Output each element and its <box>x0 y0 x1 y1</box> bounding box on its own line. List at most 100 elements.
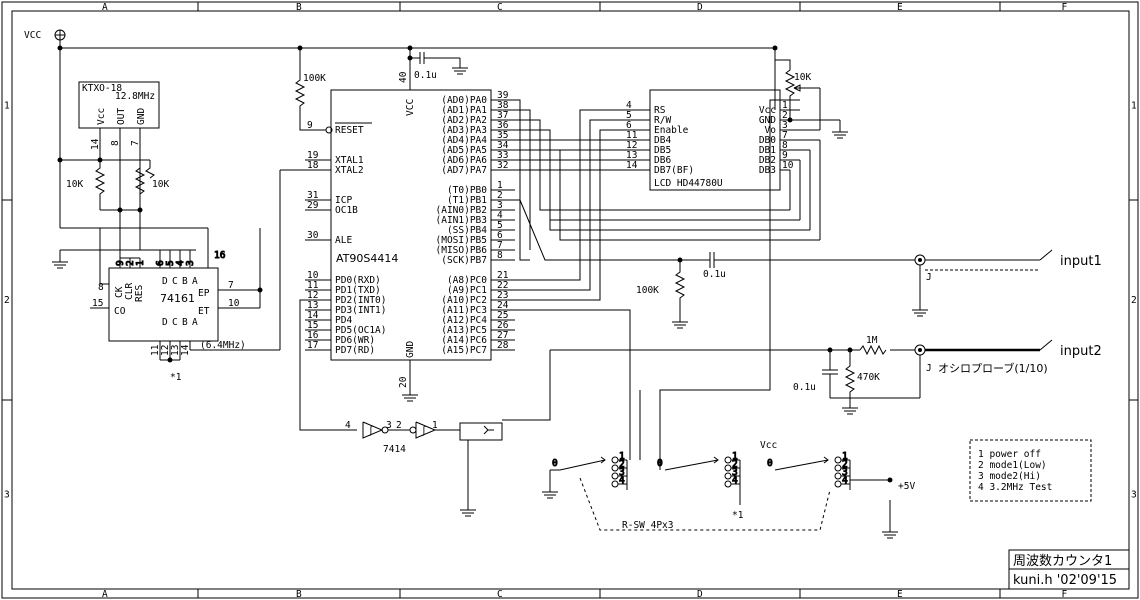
mcu-right-pin-name: (A11)PC3 <box>441 305 487 316</box>
svg-text:15: 15 <box>92 298 103 309</box>
svg-text:16: 16 <box>214 250 226 261</box>
svg-text:0.1u: 0.1u <box>414 70 437 81</box>
inverter-7414: ∫ ∫ 4 3 2 1 7414 <box>299 299 503 517</box>
svg-text:7: 7 <box>130 140 141 146</box>
mcu-right-pin-num: 7 <box>497 240 503 251</box>
svg-text:13: 13 <box>170 345 181 356</box>
svg-text:10K: 10K <box>794 72 811 83</box>
mcu-left-pin-name: XTAL2 <box>335 165 364 176</box>
mcu-left-pin-name: PD2(INT0) <box>335 295 386 306</box>
svg-text:VCC: VCC <box>405 99 416 116</box>
switch-name: R-SW 4Px3 <box>622 520 673 531</box>
mcu-right-pin-num: 23 <box>497 290 508 301</box>
lcd-right-pin-name: DB2 <box>759 155 776 166</box>
svg-text:6: 6 <box>155 260 166 266</box>
mcu-left-pin-name: OC1B <box>335 205 358 216</box>
svg-text:20: 20 <box>398 376 409 388</box>
crystal-freq: 12.8MHz <box>115 91 155 102</box>
svg-text:5: 5 <box>165 260 176 266</box>
mcu-right-pin-name: (AD4)PA4 <box>441 135 487 146</box>
lcd-mcu-wiring <box>491 99 820 301</box>
mcu-left-pin-name: ICP <box>335 195 352 206</box>
svg-text:GND: GND <box>405 341 416 358</box>
mcu-left-pin-num: 29 <box>307 200 319 211</box>
svg-text:D: D <box>162 276 168 287</box>
mcu-left-pin-num: 30 <box>307 230 319 241</box>
title-block: 周波数カウンタ1 kuni.h '02'09'15 <box>1008 549 1130 590</box>
svg-text:7: 7 <box>228 280 234 291</box>
mcu-right-pin-num: 1 <box>497 180 503 191</box>
column-label-bottom-A: A <box>102 589 108 600</box>
mcu-left-pin-num: 13 <box>307 300 318 311</box>
lcd-left-pin-num: 5 <box>626 110 632 121</box>
counter-name: 74161 <box>160 292 195 305</box>
mcu-right-pin-name: (A9)PC1 <box>447 285 487 296</box>
inverter-name: 7414 <box>383 444 406 455</box>
lcd-left-pin-name: DB5 <box>654 145 671 156</box>
mcu-right-pin-num: 5 <box>497 220 503 231</box>
row-label-right-3: 3 <box>1131 490 1137 501</box>
lcd-left-pin-name: Enable <box>654 125 689 136</box>
lcd-right-pin-num: 7 <box>782 130 788 141</box>
lcd-right-pin-num: 1 <box>782 100 788 111</box>
mcu-left-pin-num: 17 <box>307 340 318 351</box>
row-label-3: 3 <box>4 490 10 501</box>
mcu-right-pin-name: (A14)PC6 <box>441 335 487 346</box>
lcd-name: LCD HD44780U <box>654 178 723 189</box>
svg-text:10K: 10K <box>152 179 169 190</box>
lcd-left-pin-num: 4 <box>626 100 632 111</box>
mcu-right-pin-num: 3 <box>497 200 503 211</box>
mcu-right-pin-num: 34 <box>497 140 509 151</box>
lcd-right-pin-name: DB0 <box>759 135 776 146</box>
row-label-2: 2 <box>4 295 10 306</box>
crystal-pin-out: OUT <box>116 108 127 125</box>
column-label-bottom-C: C <box>497 589 503 600</box>
counter-74161: CK CLR RES D C B A 74161 EP ET CO D C B … <box>52 169 330 383</box>
column-label-C: C <box>497 2 503 13</box>
switch-position-label: 2 <box>732 459 738 470</box>
mcu-right-pin-num: 22 <box>497 280 508 291</box>
svg-text:1: 1 <box>432 420 438 431</box>
svg-text:J: J <box>926 363 932 374</box>
switch-position-label: 3 <box>842 467 848 478</box>
svg-text:8: 8 <box>110 140 121 146</box>
lcd-left-pin-name: RS <box>654 105 666 116</box>
mcu-right-pin-name: (SS)PB4 <box>447 225 487 236</box>
svg-text:1: 1 <box>135 260 146 266</box>
svg-text:10: 10 <box>228 298 240 309</box>
switch-position-label: 4 <box>842 475 848 486</box>
row-label-right-2: 2 <box>1131 295 1137 306</box>
switch-position-label: 2 <box>619 459 625 470</box>
mcu-right-pin-name: (T0)PB0 <box>447 185 487 196</box>
mcu-left-pin-name: PD4 <box>335 315 352 326</box>
author-date-text: kuni.h '02'09'15 <box>1013 573 1117 588</box>
svg-text:∫: ∫ <box>368 425 374 437</box>
mcu-right-pin-num: 37 <box>497 110 508 121</box>
svg-text:D: D <box>162 317 168 328</box>
counter-out-label: (6.4MHz) <box>200 340 246 351</box>
switch-common-label: 0 <box>767 458 773 469</box>
switch-position-label: 3 <box>619 467 625 478</box>
svg-text:CO: CO <box>114 306 126 317</box>
mcu-right-pin-name: (MISO)PB6 <box>436 245 488 256</box>
mcu-right-pin-name: (AD0)PA0 <box>441 95 487 106</box>
column-label-bottom-E: E <box>897 589 903 600</box>
mcu-right-pin-name: (MOSI)PB5 <box>436 235 487 246</box>
column-label-A: A <box>102 2 108 13</box>
mcu-right-pin-num: 39 <box>497 90 509 101</box>
mcu-left-pin-num: 14 <box>307 310 319 321</box>
lcd-right-pin-num: 2 <box>782 110 788 121</box>
mcu-left-pin-name: ALE <box>335 235 352 246</box>
mcu-right-pin-name: (AD1)PA1 <box>441 105 487 116</box>
svg-text:B: B <box>182 317 188 328</box>
svg-text:100K: 100K <box>303 73 326 84</box>
svg-text:2 mode1(Low): 2 mode1(Low) <box>978 460 1047 471</box>
mcu-right-pin-num: 35 <box>497 130 508 141</box>
svg-text:∫: ∫ <box>421 425 427 437</box>
column-label-D: D <box>697 2 703 13</box>
